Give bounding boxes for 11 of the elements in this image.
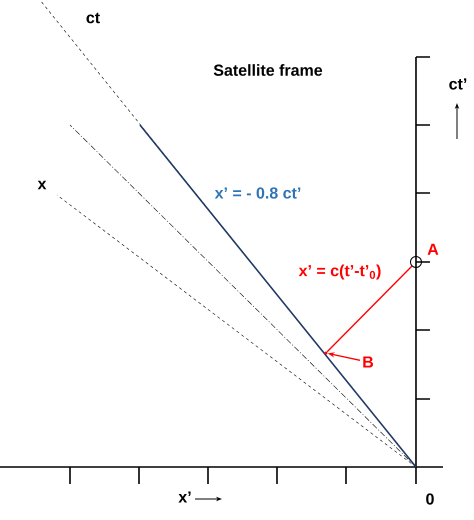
axis-label: x (38, 180, 46, 190)
axis-label: ct (86, 12, 100, 24)
event-point (324, 352, 328, 354)
event-label: B (363, 356, 374, 368)
edge-label: x’ = c(t’-t’$_{0}$) (298, 264, 382, 280)
title: Satellite frame (214, 64, 322, 76)
axis-label: x’ (178, 492, 191, 502)
line-label: x’ = - 0.8 ct’ (214, 186, 302, 200)
axis-label: ct’ (449, 78, 466, 90)
connector-line (326, 266, 412, 352)
origin-label: 0 (426, 493, 434, 505)
